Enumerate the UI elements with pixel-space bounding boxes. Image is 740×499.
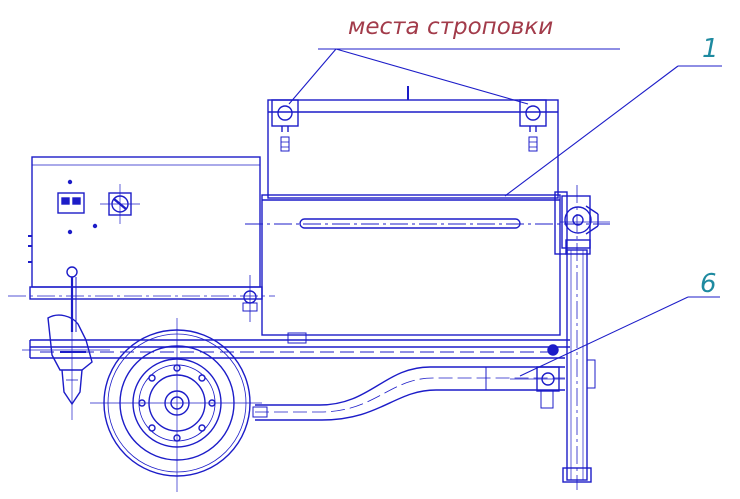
- lifting-lug-left: [271, 99, 299, 127]
- control-box: [28, 156, 261, 332]
- lifting-lug-right: [519, 99, 547, 127]
- curved-tube: [252, 366, 565, 421]
- callout-6: 6: [700, 269, 717, 299]
- rotary-switch: [100, 184, 140, 224]
- leader-lines: [288, 48, 722, 377]
- wheel: [90, 318, 262, 492]
- lifting-points-label: места строповки: [348, 14, 553, 40]
- callout-1: 1: [702, 34, 719, 64]
- power-switch: [57, 192, 85, 214]
- drum-cover: [267, 86, 559, 199]
- upper-frame-rail: [8, 275, 275, 322]
- mixer-drum: [245, 191, 610, 336]
- tow-hitch: [22, 300, 110, 420]
- support-leg: [560, 185, 610, 490]
- chassis-frame: [29, 332, 570, 359]
